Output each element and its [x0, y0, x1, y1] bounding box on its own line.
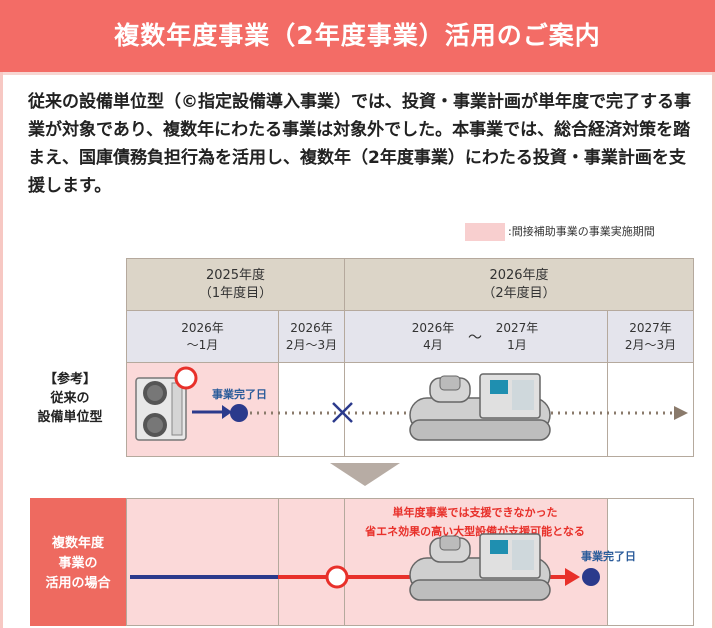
period-3-tilde: 〜 — [468, 330, 482, 346]
multi-label-line2: 事業の — [58, 556, 98, 571]
year-header-2026: 2026年度 （2年度目） — [344, 258, 694, 311]
year-2025-sub: （1年度目） — [198, 285, 273, 301]
reference-period-cell-1 — [126, 362, 279, 457]
multi-note-line2: 省エネ効果の高い大型設備が支援可能となる — [365, 525, 585, 538]
header-bar: 複数年度事業（2年度事業）活用のご案内 — [0, 0, 715, 75]
reference-period-cell-3 — [344, 362, 608, 457]
left-border — [0, 72, 3, 628]
period-2026-apr-2027-jan: 2026年 4月 〜 2027年 1月 — [344, 310, 608, 363]
period-2026-jan: 2026年 〜1月 — [126, 310, 279, 363]
multi-label-line3: 活用の場合 — [45, 576, 111, 591]
intro-paragraph: 従来の設備単位型（©指定設備導入事業）では、投資・事業計画が単年度で完了する事業… — [28, 92, 691, 196]
multi-note: 単年度事業では支援できなかった 省エネ効果の高い大型設備が支援可能となる — [355, 503, 595, 541]
period-4-line2: 2月〜3月 — [624, 337, 677, 352]
reference-label-line2: 従来の — [50, 391, 90, 406]
year-2026-label: 2026年度 — [489, 267, 549, 283]
multi-period-cell-1 — [126, 498, 279, 626]
year-2025-label: 2025年度 — [205, 267, 266, 283]
year-2026-sub: （2年度目） — [482, 285, 556, 301]
reference-period-cell-2 — [278, 362, 345, 457]
period-3-end-month: 1月 — [507, 338, 527, 352]
down-arrow-icon — [330, 463, 400, 486]
legend-swatch — [465, 223, 505, 241]
period-1-line2: 〜1月 — [186, 337, 219, 352]
page-title: 複数年度事業（2年度事業）活用のご案内 — [114, 21, 601, 50]
period-2027-feb-mar: 2027年 2月〜3月 — [607, 310, 694, 363]
multi-label-line1: 複数年度 — [51, 536, 104, 551]
period-3-start-year: 2026年 — [411, 321, 455, 335]
period-3-end-year: 2027年 — [495, 321, 539, 335]
right-border — [712, 72, 715, 628]
period-3-start-month: 4月 — [423, 338, 443, 352]
multi-note-line1: 単年度事業では支援できなかった — [392, 506, 558, 519]
reference-label-line3: 設備単位型 — [37, 410, 103, 425]
multi-period-cell-2 — [278, 498, 345, 626]
reference-label-line1: 【参考】 — [43, 372, 96, 387]
multi-row-label: 複数年度 事業の 活用の場合 — [30, 498, 126, 626]
multi-period-cell-4 — [607, 498, 694, 626]
reference-done-label: 事業完了日 — [212, 388, 267, 401]
reference-period-cell-4 — [607, 362, 694, 457]
multi-done-label: 事業完了日 — [581, 550, 636, 563]
period-2026-feb-mar: 2026年 2月〜3月 — [278, 310, 345, 363]
reference-row-label: 【参考】 従来の 設備単位型 — [20, 370, 120, 427]
year-header-2025: 2025年度 （1年度目） — [126, 258, 345, 311]
period-2-line2: 2月〜3月 — [285, 337, 338, 352]
period-1-line1: 2026年 — [181, 320, 224, 335]
period-2-line1: 2026年 — [290, 320, 333, 335]
legend-text: :間接補助事業の事業実施期間 — [508, 225, 655, 238]
period-4-line1: 2027年 — [629, 320, 672, 335]
